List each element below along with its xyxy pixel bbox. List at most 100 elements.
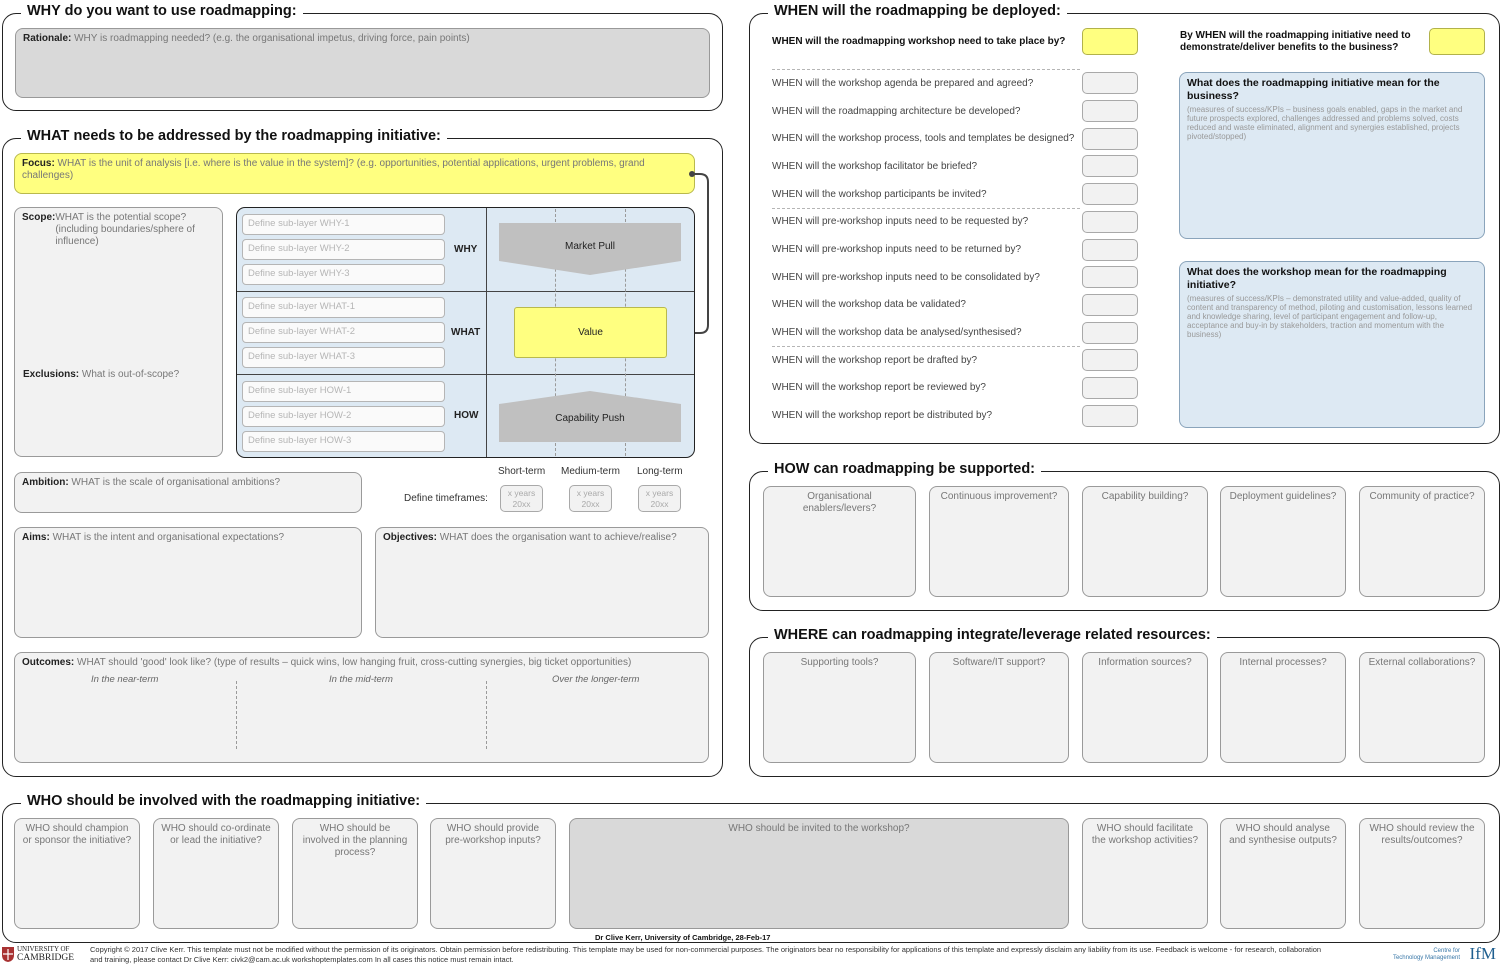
when-benefits-input[interactable] (1429, 28, 1485, 55)
scope-text: WHAT is the potential scope? (including … (55, 212, 195, 248)
who-item-review[interactable]: WHO should review the results/outcomes? (1359, 818, 1485, 929)
business-meaning-text: (measures of success/KPIs – business goa… (1187, 104, 1463, 142)
where-item-processes[interactable]: Internal processes? (1220, 652, 1346, 763)
when-workshop-question: WHEN will the roadmapping workshop need … (772, 36, 1066, 47)
capability-push-label: Capability Push (555, 413, 625, 424)
when-workshop-input[interactable] (1082, 28, 1138, 55)
where-item-collaborations[interactable]: External collaborations? (1359, 652, 1485, 763)
exclusions-text: What is out-of-scope? (79, 369, 180, 380)
objectives-text: WHAT does the organisation want to achie… (436, 532, 677, 543)
outcomes-label: Outcomes: (22, 657, 75, 668)
when-q6-input[interactable] (1082, 211, 1138, 233)
outcomes-text: WHAT should 'good' look like? (type of r… (74, 657, 632, 668)
capability-push-arrow (499, 391, 681, 442)
sublayer-how-3[interactable]: Define sub-layer HOW-3 (242, 431, 445, 452)
when-q13-input[interactable] (1082, 405, 1138, 427)
sublayer-why-3[interactable]: Define sub-layer WHY-3 (242, 264, 445, 285)
who-item-champion[interactable]: WHO should champion or sponsor the initi… (14, 818, 140, 929)
layer-label-what: WHAT (451, 327, 481, 338)
who-item-invited[interactable]: WHO should be invited to the workshop? (569, 818, 1069, 929)
when-q2: WHEN will the roadmapping architecture b… (772, 106, 1021, 117)
outcomes-box[interactable]: Outcomes: WHAT should 'good' look like? … (14, 652, 709, 763)
market-pull-arrow (499, 223, 681, 275)
workshop-meaning-box[interactable]: What does the workshop mean for the road… (1179, 261, 1485, 428)
how-item-improvement[interactable]: Continuous improvement? (929, 486, 1069, 597)
where-item-tools[interactable]: Supporting tools? (763, 652, 916, 763)
scope-box[interactable]: Scope: WHAT is the potential scope? (inc… (14, 207, 223, 457)
when-q1-input[interactable] (1082, 72, 1138, 94)
when-q11-input[interactable] (1082, 349, 1138, 371)
where-item-information[interactable]: Information sources? (1082, 652, 1208, 763)
sublayer-what-2[interactable]: Define sub-layer WHAT-2 (242, 322, 445, 343)
why-section: WHY do you want to use roadmapping: Rati… (2, 3, 723, 111)
scope-label: Scope: (22, 212, 56, 223)
who-title: WHO should be involved with the roadmapp… (21, 793, 427, 809)
layer-label-why: WHY (454, 244, 478, 255)
when-q2-input[interactable] (1082, 100, 1138, 122)
focus-text: WHAT is the unit of analysis [i.e. where… (22, 158, 645, 182)
how-title: HOW can roadmapping be supported: (768, 461, 1042, 477)
business-meaning-box[interactable]: What does the roadmapping initiative mea… (1179, 72, 1485, 239)
when-q3-input[interactable] (1082, 128, 1138, 150)
mid-term-label: In the mid-term (329, 674, 393, 685)
how-item-community[interactable]: Community of practice? (1359, 486, 1485, 597)
when-q11: WHEN will the workshop report be drafted… (772, 355, 978, 366)
when-q10-input[interactable] (1082, 322, 1138, 344)
how-item-enablers[interactable]: Organisational enablers/levers? (763, 486, 916, 597)
when-q5-input[interactable] (1082, 183, 1138, 205)
workshop-meaning-title: What does the workshop mean for the road… (1187, 266, 1447, 291)
cambridge-logo: UNIVERSITY OF CAMBRIDGE (2, 945, 82, 965)
sublayer-how-2[interactable]: Define sub-layer HOW-2 (242, 406, 445, 427)
when-q8-input[interactable] (1082, 266, 1138, 288)
copyright-line1: Copyright © 2017 Clive Kerr. This templa… (90, 945, 1322, 954)
what-title: WHAT needs to be addressed by the roadma… (21, 128, 447, 144)
ambition-box[interactable]: Ambition: WHAT is the scale of organisat… (14, 472, 362, 513)
aims-text: WHAT is the intent and organisational ex… (49, 532, 285, 543)
when-q1: WHEN will the workshop agenda be prepare… (772, 78, 1034, 89)
when-q4-input[interactable] (1082, 155, 1138, 177)
who-item-planning[interactable]: WHO should be involved in the planning p… (292, 818, 418, 929)
rationale-box[interactable]: Rationale: WHY is roadmapping needed? (e… (15, 28, 710, 98)
where-item-software[interactable]: Software/IT support? (929, 652, 1069, 763)
sublayer-what-3[interactable]: Define sub-layer WHAT-3 (242, 347, 445, 368)
rationale-text: WHY is roadmapping needed? (e.g. the org… (71, 33, 470, 44)
cambridge-crest-icon (2, 947, 14, 962)
sublayer-how-1[interactable]: Define sub-layer HOW-1 (242, 381, 445, 402)
layer-label-how: HOW (454, 410, 479, 421)
who-item-coordinate[interactable]: WHO should co-ordinate or lead the initi… (153, 818, 279, 929)
copyright-line2: and training, please contact Dr Clive Ke… (90, 955, 514, 964)
when-q5: WHEN will the workshop participants be i… (772, 189, 987, 200)
sublayer-why-1[interactable]: Define sub-layer WHY-1 (242, 214, 445, 235)
who-item-analyse[interactable]: WHO should analyse and synthesise output… (1220, 818, 1346, 929)
who-item-facilitate[interactable]: WHO should facilitate the workshop activ… (1082, 818, 1208, 929)
when-q7-input[interactable] (1082, 239, 1138, 261)
focus-box[interactable]: Focus: WHAT is the unit of analysis [i.e… (14, 153, 695, 194)
value-box[interactable]: Value (514, 307, 667, 358)
when-q13: WHEN will the workshop report be distrib… (772, 410, 993, 421)
how-item-capability[interactable]: Capability building? (1082, 486, 1208, 597)
when-q9-input[interactable] (1082, 294, 1138, 316)
ifm-small1: Centre for (1433, 948, 1460, 954)
when-q12-input[interactable] (1082, 377, 1138, 399)
objectives-box[interactable]: Objectives: WHAT does the organisation w… (375, 527, 709, 638)
when-q8: WHEN will pre-workshop inputs need to be… (772, 272, 1040, 283)
aims-box[interactable]: Aims: WHAT is the intent and organisatio… (14, 527, 362, 638)
ifm-logo: Centre for Technology Management IfM (1393, 944, 1498, 966)
exclusions-label: Exclusions: (23, 369, 80, 380)
ambition-label: Ambition: (22, 477, 69, 488)
when-q6: WHEN will pre-workshop inputs need to be… (772, 216, 1029, 227)
who-item-inputs[interactable]: WHO should provide pre-workshop inputs? (430, 818, 556, 929)
short-term-label: Short-term (498, 466, 546, 477)
sublayer-what-1[interactable]: Define sub-layer WHAT-1 (242, 297, 445, 318)
when-q10: WHEN will the workshop data be analysed/… (772, 327, 1022, 338)
market-pull-label: Market Pull (564, 241, 615, 252)
how-item-deployment[interactable]: Deployment guidelines? (1220, 486, 1346, 597)
longer-term-label: Over the longer-term (552, 674, 640, 685)
medium-term-label: Medium-term (561, 466, 620, 477)
why-title: WHY do you want to use roadmapping: (21, 3, 303, 19)
objectives-label: Objectives: (383, 532, 437, 543)
sublayer-why-2[interactable]: Define sub-layer WHY-2 (242, 239, 445, 260)
